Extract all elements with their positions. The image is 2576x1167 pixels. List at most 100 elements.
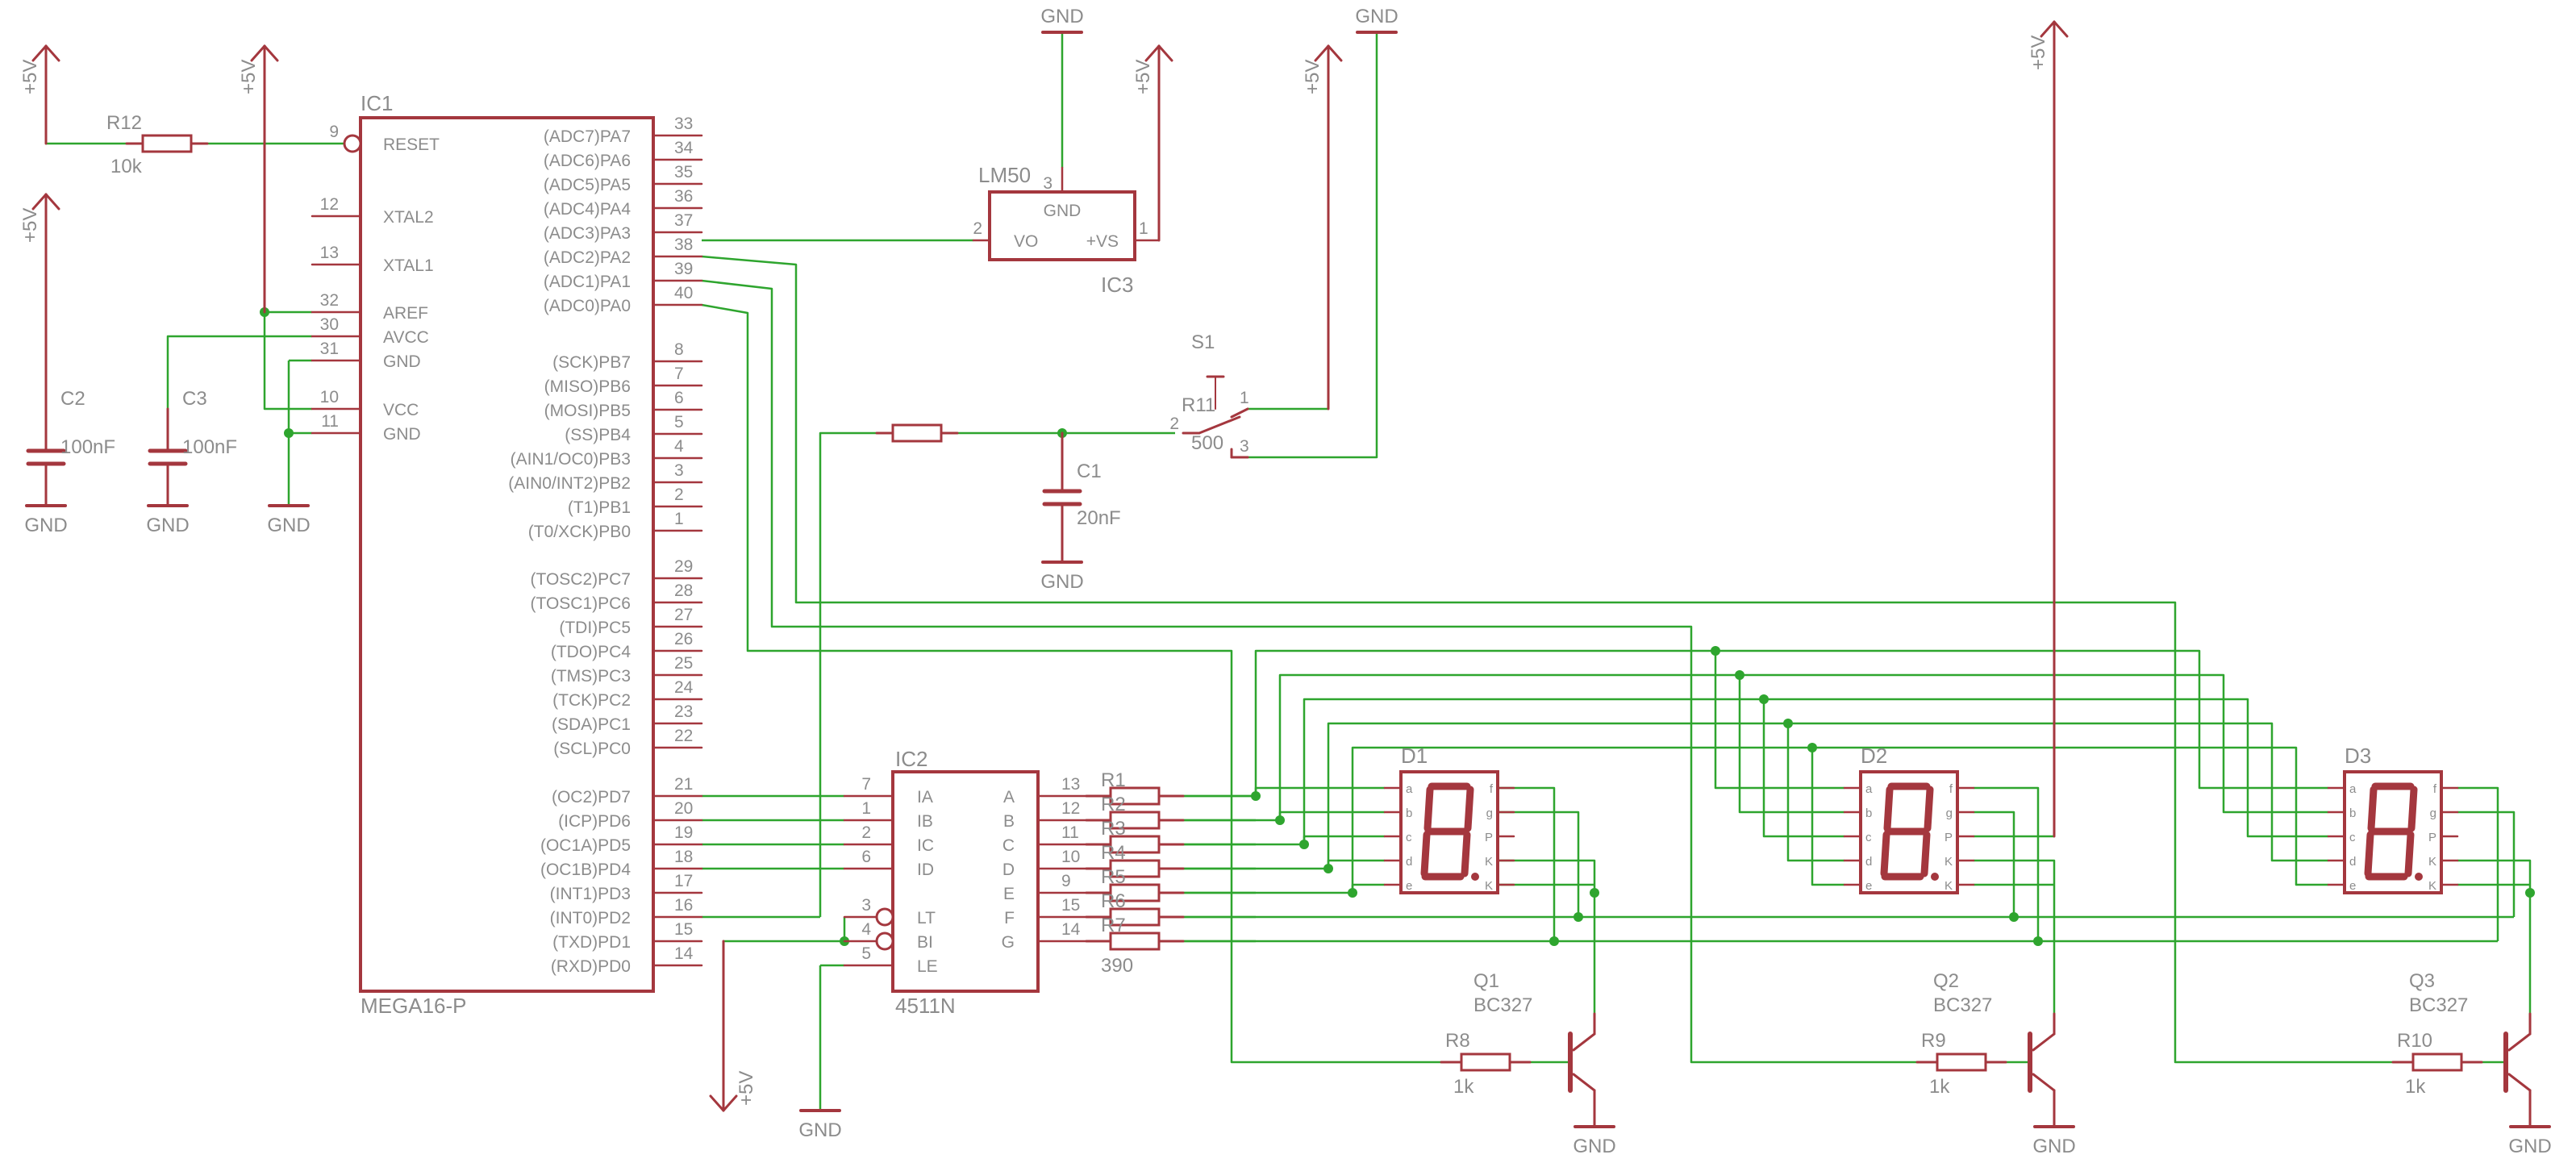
ic1-pin-number: 10 [320, 388, 339, 406]
ic1-pin-number: 33 [674, 115, 693, 133]
ic2-pin-number: 12 [1061, 799, 1080, 818]
ic1-pin-number: 13 [320, 244, 339, 262]
ic1-pin-label: (SDA)PC1 [552, 715, 631, 734]
ic2-pin-number: 5 [861, 944, 871, 963]
resistor-r11 [891, 423, 943, 443]
seven-seg-pin-label: g [2430, 806, 2436, 820]
ic1-pin-number: 30 [320, 315, 339, 334]
pa1-base-wire [701, 279, 1917, 1064]
ic3-value: LM50 [978, 163, 1031, 187]
ic1-pin-label: (AIN0/INT2)PB2 [508, 474, 631, 493]
ic1-pin-number: 8 [674, 340, 684, 359]
segment-f-wire [1974, 786, 2040, 941]
ic1-pin-label: RESET [383, 135, 440, 154]
segment-a-e-wire [1183, 786, 1385, 798]
vcc-arrow [2053, 20, 2069, 38]
ic2-pin-number: 3 [861, 896, 871, 915]
seven-seg-pin-label: P [1485, 831, 1493, 844]
ic2-lt-bubble [875, 907, 894, 927]
gnd-label: GND [24, 515, 67, 536]
ic1-pin-label: (OC1A)PD5 [540, 836, 631, 855]
seven-seg-segment [1920, 831, 1931, 877]
ic1-pin-label: (SCL)PC0 [553, 740, 631, 758]
ic1-reset-bubble [343, 134, 362, 153]
ic1-pin-label: (MISO)PB6 [544, 377, 631, 396]
vcc-label: +5V [1132, 60, 1154, 94]
resistor-array-value: 390 [1101, 955, 1133, 977]
gnd-label: GND [2508, 1136, 2551, 1157]
ic1-pin-label: (INT0)PD2 [550, 909, 631, 927]
resistor-array-name: R5 [1101, 866, 1126, 888]
resistor-array-name: R7 [1101, 915, 1126, 936]
ic1-pin-label: (TCK)PC2 [552, 691, 631, 710]
ic1-pin-number: 26 [674, 630, 693, 648]
seven-seg-pin-label: e [1406, 879, 1412, 893]
ic1-body [359, 116, 655, 993]
ic1-pin-number: 16 [674, 896, 693, 915]
ic2-pin-label: IA [917, 788, 933, 806]
switch-pin-number: 3 [1240, 437, 1249, 456]
ic2-bi-bubble [875, 932, 894, 951]
seven-seg-segment [1464, 786, 1474, 832]
ic2-pin-number: 2 [861, 823, 871, 842]
seven-seg-segment [2367, 786, 2378, 832]
ic1-pin-label: (MOSI)PB5 [544, 402, 631, 420]
transistor-collector [2032, 1073, 2056, 1092]
segment-a-e-wire [1788, 722, 2328, 862]
ic1-pin-label: (ADC4)PA4 [544, 200, 631, 219]
labels-layer: IC1MEGA16-P9RESET12XTAL213XTAL132AREF30A… [19, 6, 2552, 1157]
ic1-pin-label: (ADC5)PA5 [544, 176, 631, 194]
seven-seg-pin-label: b [1865, 806, 1872, 820]
ic2-pin-label: C [1002, 836, 1015, 855]
vcc-label: +5V [19, 60, 41, 94]
ic1-pin-label: (ADC6)PA6 [544, 152, 631, 170]
resistor-value: 10k [110, 156, 143, 177]
ic2-pin-label: BI [917, 933, 933, 952]
seven-seg-pin-label: a [2349, 782, 2357, 796]
ic1-pin-number: 3 [674, 461, 684, 480]
ic1-pin-number: 12 [320, 195, 339, 214]
segment-a-e-wire [1303, 698, 1844, 844]
seven-seg-segment [1461, 831, 1471, 877]
seven-seg-segment [1423, 786, 1434, 832]
vcc-arrow [1327, 44, 1343, 62]
seven-seg-pin-label: e [1865, 879, 1872, 893]
ic2-pin-label: ID [917, 861, 934, 879]
ic1-pin-label: (AIN1/OC0)PB3 [511, 450, 631, 469]
segment-g-wire [1974, 811, 2015, 917]
junction-dot [2033, 936, 2043, 946]
pa0-base-wire [701, 303, 1441, 1064]
seven-seg-pin-label: K [1485, 855, 1493, 869]
vcc-wire [263, 312, 312, 411]
ic2-pin-number: 9 [1061, 872, 1071, 890]
ic3-pin-label: +VS [1086, 232, 1119, 251]
seven-seg-segment [2364, 831, 2374, 877]
vcc-label: +5V [238, 60, 260, 94]
transistor-collector [2507, 1073, 2532, 1092]
ic1-pin-number: 15 [674, 920, 693, 939]
ic1-pin-number: 18 [674, 848, 693, 866]
capacitor-value: 20nF [1077, 507, 1121, 529]
ic1-pin-label: (TMS)PC3 [551, 667, 631, 686]
ic2-pin-number: 11 [1061, 823, 1079, 842]
seven-seg-pin-label: b [1406, 806, 1412, 820]
ic1-pin-number: 36 [674, 187, 693, 206]
ic1-pin-label: (TOSC1)PC6 [531, 594, 631, 613]
gnd-label: GND [1040, 6, 1083, 27]
ic2-pin-number: 1 [861, 799, 871, 818]
gnd-label: GND [146, 515, 189, 536]
switch-name: S1 [1191, 331, 1215, 353]
seven-seg-name: D1 [1401, 744, 1428, 768]
ic1-pin-label: (ADC1)PA1 [544, 273, 631, 291]
ic1-pin-label: (ADC0)PA0 [544, 297, 631, 315]
seven-seg-pin-label: K [1945, 855, 1953, 869]
resistor-name: R9 [1921, 1030, 1946, 1052]
seven-seg-pin-label: b [2349, 806, 2356, 820]
transistor-name: Q3 [2409, 970, 2435, 992]
seven-seg-pin-label: P [2428, 831, 2436, 844]
segment-g-wire [2457, 811, 2516, 917]
seven-seg-segment [2404, 831, 2415, 877]
vcc-arrow [31, 44, 48, 62]
ic2-pin-label: D [1002, 861, 1015, 879]
seven-seg-pin-label: c [2349, 831, 2356, 844]
